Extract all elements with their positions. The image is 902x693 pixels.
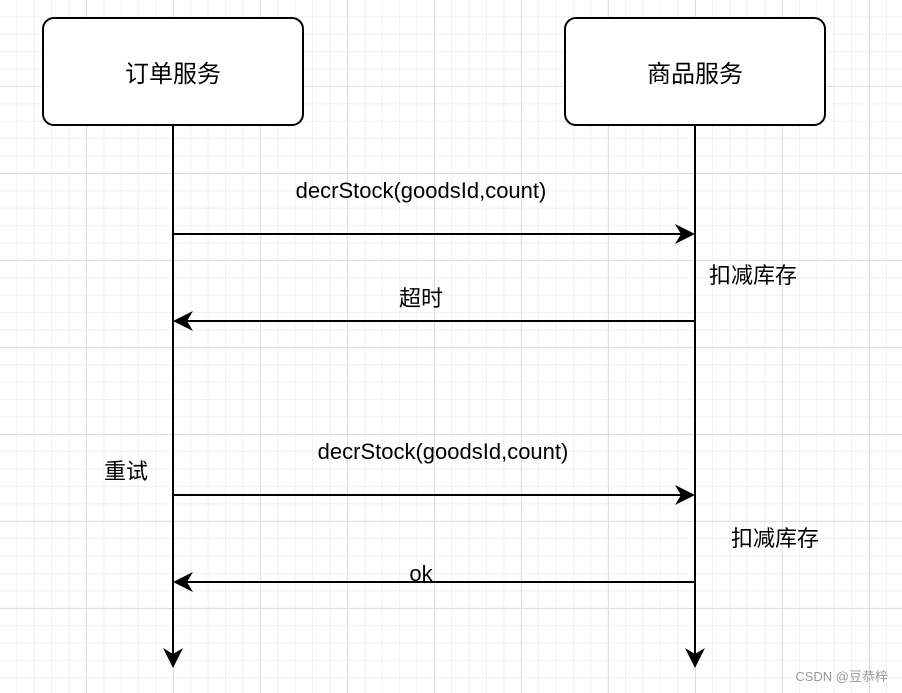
- goods-service-participant: 商品服务: [564, 17, 826, 126]
- message-label-2: 超时: [398, 286, 444, 311]
- order-service-participant: 订单服务: [42, 17, 304, 126]
- goods-service-label: 商品服务: [647, 61, 743, 88]
- note-retry: 重试: [104, 459, 149, 484]
- message-label-4: ok: [409, 561, 433, 586]
- order-service-label: 订单服务: [125, 61, 221, 88]
- message-label-3: decrStock(goodsId,count): [317, 439, 569, 464]
- message-label-1: decrStock(goodsId,count): [295, 178, 547, 203]
- note-deduct-stock-1: 扣减库存: [709, 263, 798, 288]
- watermark: CSDN @豆恭梓: [795, 669, 888, 684]
- note-deduct-stock-2: 扣减库存: [731, 526, 820, 551]
